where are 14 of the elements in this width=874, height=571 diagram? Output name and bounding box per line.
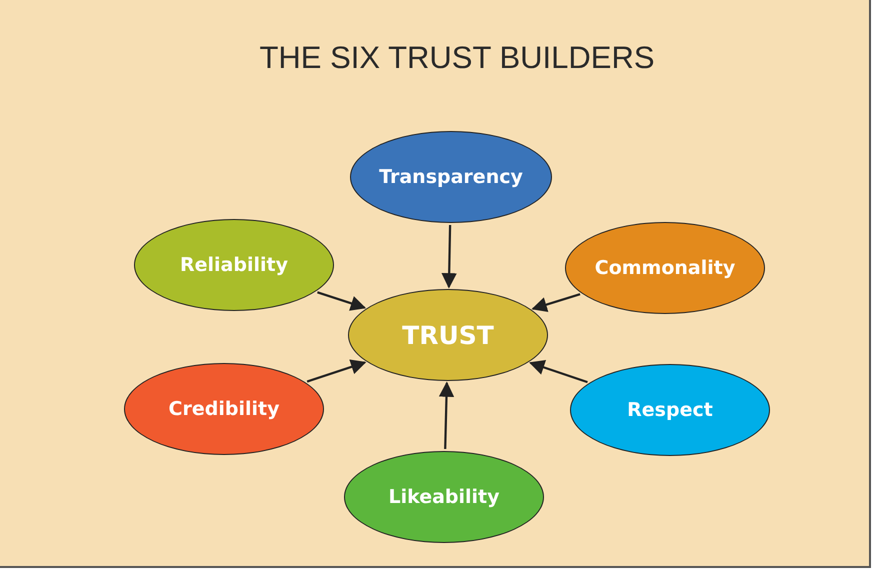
node-label: TRUST: [402, 320, 494, 350]
node-label: Transparency: [379, 166, 523, 188]
node-label: Commonality: [594, 257, 736, 279]
node-label: Respect: [627, 399, 713, 421]
node-label: Likeability: [388, 486, 500, 508]
arrow: [306, 360, 366, 383]
arrow: [531, 293, 580, 312]
arrow: [529, 360, 588, 384]
arrow: [317, 291, 366, 311]
node-label: Credibility: [168, 398, 280, 420]
arrow: [438, 381, 454, 450]
node-label: Reliability: [180, 254, 288, 276]
title: THE SIX TRUST BUILDERS: [258, 40, 656, 76]
arrow: [441, 224, 457, 289]
